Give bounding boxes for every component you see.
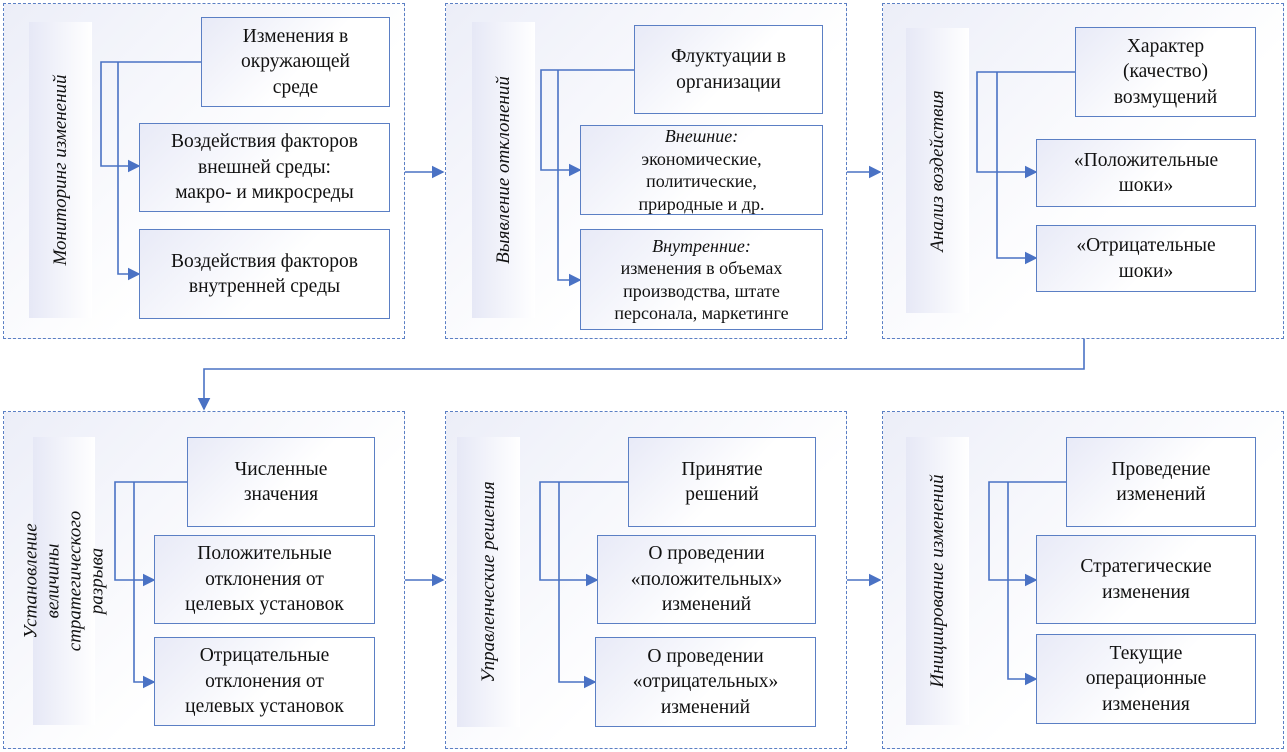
item-box: Проведение изменений [1066,437,1256,527]
stage-label: Инициирование изменений [906,437,969,725]
item-box: «Положительные шоки» [1036,139,1256,207]
item-text: О проведении «отрицательных» изменений [632,645,779,718]
stage-label: Установление величины стратегического ра… [20,437,107,725]
item-box: Флуктуации в организации [634,25,823,114]
item-text: экономические, политические, природные и… [638,148,765,214]
item-box: Стратегические изменения [1036,535,1256,624]
item-text: Флуктуации в организации [671,46,786,93]
stage-label: Мониторинг изменений [29,22,92,318]
item-text: Стратегические изменения [1080,556,1212,603]
external-title: Внешние: [664,126,739,146]
item-box: Изменения в окружающей среде [201,17,390,107]
stage-label: Анализ воздействия [906,28,969,313]
item-text: Положительные отклонения от целевых уста… [185,543,344,616]
item-box: Принятие решений [628,437,816,527]
external-factors-box: Внешние:экономические, политические, при… [580,125,823,215]
item-box: Воздействия факторов внутренней среды [139,229,390,319]
internal-factors-box: Внутренние:изменения в объемах производс… [580,229,823,330]
item-text: изменения в объемах производства, штате … [614,258,789,323]
item-text: О проведении «положительных» изменений [630,543,783,616]
stage-label: Управленческие решения [457,437,520,727]
item-text: Характер (качество) возмущений [1113,35,1218,108]
stage-label: Выявление отклонений [472,22,535,318]
item-box: Отрицательные отклонения от целевых уста… [154,637,375,726]
item-text: Изменения в окружающей среде [240,25,350,98]
item-box: Численные значения [187,437,375,527]
item-text: Воздействия факторов внешней среды: макр… [170,131,358,204]
internal-title: Внутренние: [652,235,751,256]
item-text: Численные значения [234,458,328,505]
item-box: О проведении «отрицательных» изменений [595,637,816,727]
item-text: Проведение изменений [1111,458,1211,505]
item-box: «Отрицательные шоки» [1036,225,1256,292]
item-text: Принятие решений [681,458,763,505]
item-text: Воздействия факторов внутренней среды [170,250,358,297]
item-box: О проведении «положительных» изменений [597,535,816,624]
item-box: Характер (качество) возмущений [1075,27,1256,117]
item-box: Воздействия факторов внешней среды: макр… [139,123,390,212]
item-text: «Отрицательные шоки» [1076,235,1216,282]
item-box: Положительные отклонения от целевых уста… [154,535,375,624]
item-text: Отрицательные отклонения от целевых уста… [185,645,344,718]
item-text: Текущие операционные изменения [1085,642,1207,715]
item-text: «Положительные шоки» [1073,149,1219,196]
item-box: Текущие операционные изменения [1036,634,1256,724]
